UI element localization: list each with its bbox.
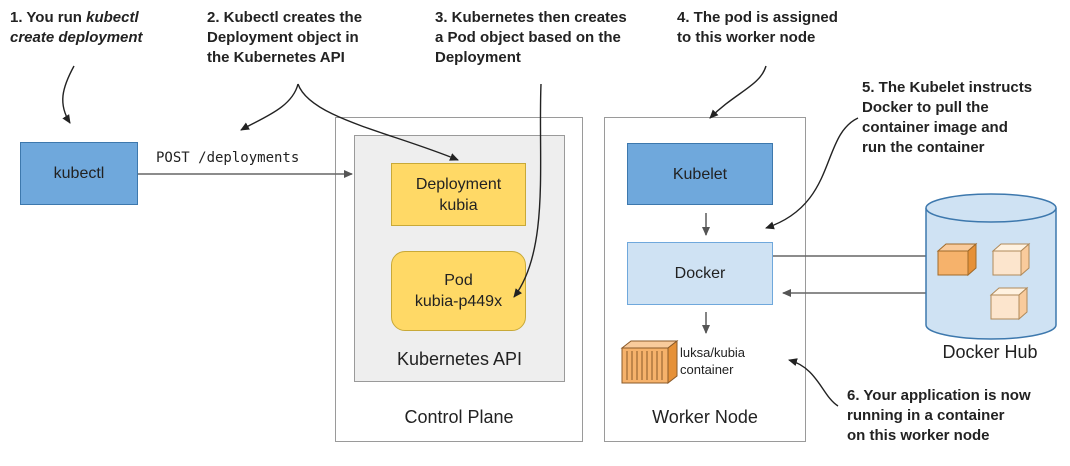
image-cube-1 — [991, 242, 1031, 277]
image-cube-orange — [936, 242, 978, 277]
post-deployments-label: POST /deployments — [156, 150, 300, 166]
callout-6: 6. Your application is now running in a … — [847, 386, 1031, 446]
callout-6-line1: 6. Your application is now — [847, 387, 1031, 404]
worker-node-label: Worker Node — [652, 407, 758, 427]
callout-5-line2: Docker to pull the — [862, 99, 989, 116]
callout-4-arrow — [709, 65, 767, 119]
container-line2: container — [680, 362, 734, 377]
container-line1: luksa/kubia — [680, 345, 746, 360]
docker-label: Docker — [674, 265, 726, 282]
deployment-line1: Deployment — [415, 175, 502, 193]
callout-1-arrow — [62, 65, 75, 124]
callout-2: 2. Kubectl creates the Deployment object… — [207, 8, 362, 68]
docker-box: Docker — [627, 242, 773, 305]
pod-line1: Pod — [444, 272, 473, 289]
callout-5-arrow — [765, 117, 859, 230]
callout-4: 4. The pod is assigned to this worker no… — [677, 8, 838, 48]
control-plane-label: Control Plane — [404, 407, 514, 427]
deployment-box: Deployment kubia — [391, 163, 526, 226]
callout-5-line3: container image and — [862, 119, 1008, 136]
callout-2-line2: Deployment object in — [207, 29, 359, 46]
callout-6-arrow — [788, 358, 839, 407]
container-label: luksa/kubia container — [680, 344, 745, 378]
callout-2-arrow-left — [240, 83, 299, 131]
container-icon — [620, 339, 679, 385]
kubectl-box: kubectl — [20, 142, 138, 205]
callout-5: 5. The Kubelet instructs Docker to pull … — [862, 78, 1032, 158]
callout-1-em2: create deployment — [10, 29, 143, 46]
callout-5-line4: run the container — [862, 139, 985, 156]
callout-6-line3: on this worker node — [847, 427, 990, 444]
callout-3-line1: 3. Kubernetes then creates — [435, 9, 627, 26]
callout-6-line2: running in a container — [847, 407, 1005, 424]
callout-1-em1: kubectl — [86, 9, 139, 26]
callout-1-prefix: 1. You run — [10, 9, 87, 26]
callout-4-line1: 4. The pod is assigned — [677, 9, 838, 26]
callout-3-arrow — [513, 83, 542, 298]
deployment-line2: kubia — [439, 196, 478, 214]
kubectl-label: kubectl — [53, 165, 105, 182]
image-cube-2 — [989, 286, 1029, 321]
callout-5-line1: 5. The Kubelet instructs — [862, 79, 1033, 96]
kubernetes-api-label: Kubernetes API — [396, 349, 523, 369]
callout-3: 3. Kubernetes then creates a Pod object … — [435, 8, 627, 68]
callout-3-line2: a Pod object based on the — [435, 29, 621, 46]
kubelet-box: Kubelet — [627, 143, 773, 205]
callout-2-arrow-right — [297, 83, 459, 161]
callout-3-line3: Deployment — [435, 49, 521, 66]
callout-2-line3: the Kubernetes API — [207, 49, 345, 66]
kubelet-label: Kubelet — [672, 165, 728, 183]
docker-hub-label: Docker Hub — [942, 342, 1038, 362]
callout-1: 1. You run kubectl create deployment — [10, 8, 143, 48]
pod-box: Pod kubia-p449x — [391, 251, 526, 331]
pod-line2: kubia-p449x — [414, 293, 503, 310]
callout-2-line1: 2. Kubectl creates the — [207, 9, 363, 26]
callout-4-line2: to this worker node — [677, 29, 816, 46]
